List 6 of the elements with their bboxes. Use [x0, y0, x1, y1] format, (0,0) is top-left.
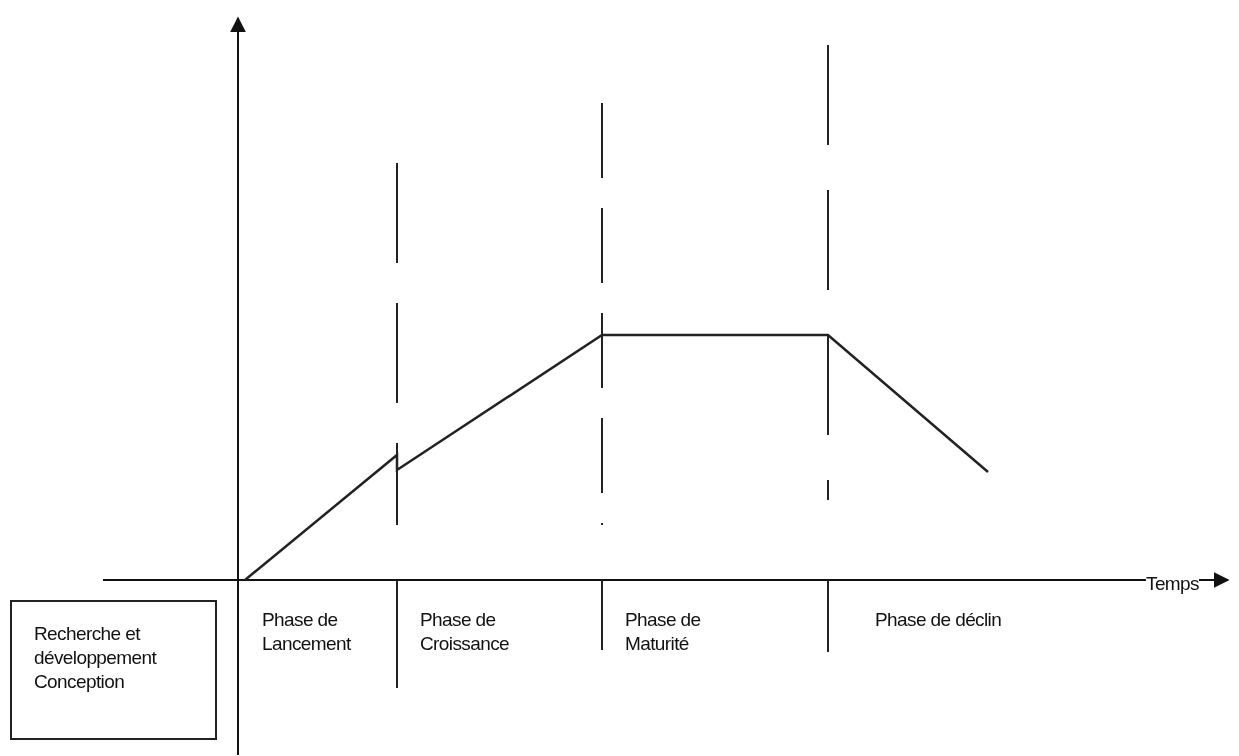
box-text: Recherche et développement Conception [33, 622, 158, 694]
phase-label: Phase de Lancement [262, 608, 352, 656]
phase-label: Phase de déclin [875, 608, 1003, 632]
phase-label: Phase de Maturité [625, 608, 702, 656]
process-box [10, 600, 217, 740]
phase-label: Phase de Croissance [420, 608, 511, 656]
